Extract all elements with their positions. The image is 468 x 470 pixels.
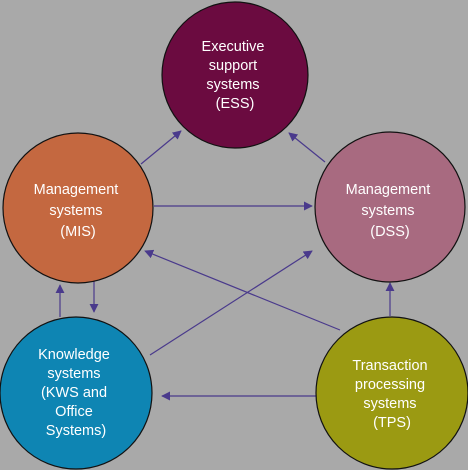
node-dss-line-2: systems	[361, 203, 414, 219]
node-mis-line-2: systems	[49, 203, 102, 219]
node-dss-circle	[314, 131, 466, 283]
node-tps-line-2: processing	[355, 377, 425, 393]
node-ess-line-2: support	[209, 58, 257, 74]
node-dss: Management systems (DSS)	[314, 131, 466, 283]
node-dss-line-3: (DSS)	[370, 224, 409, 240]
node-ess-circle	[161, 1, 309, 149]
svg-text:Executive support: Executive support systems (ESS)	[202, 39, 269, 112]
svg-text:Knowledge systems: Knowledge systems (KWS and Office System…	[38, 347, 114, 439]
node-kws-line-5: Systems)	[46, 423, 106, 439]
node-tps-line-4: (TPS)	[373, 415, 411, 431]
node-kws-line-1: Knowledge	[38, 347, 110, 363]
node-ess-line-1: Executive	[202, 39, 265, 55]
node-tps-line-1: Transaction	[352, 358, 427, 374]
node-tps-line-3: systems	[363, 396, 416, 412]
node-kws-line-4: Office	[55, 404, 93, 420]
svg-text:Management systems: Management systems (DSS)	[346, 182, 435, 240]
node-dss-line-1: Management	[346, 182, 431, 198]
node-tps-circle	[315, 316, 468, 470]
node-mis-circle	[2, 132, 154, 284]
node-kws-line-2: systems	[47, 366, 100, 382]
node-kws: Knowledge systems (KWS and Office System…	[0, 316, 153, 470]
node-kws-line-3: (KWS and	[41, 385, 107, 401]
node-mis-line-1: Management	[34, 182, 119, 198]
node-kws-circle	[0, 316, 153, 470]
node-tps: Transaction processing systems (TPS)	[315, 316, 468, 470]
node-ess-line-3: systems	[206, 77, 259, 93]
arrow-tps-to-mis	[144, 249, 341, 331]
node-ess-line-4: (ESS)	[216, 96, 255, 112]
arrow-dss-to-ess	[288, 132, 326, 163]
node-mis: Management systems (MIS)	[2, 132, 154, 284]
arrow-mis-to-ess	[140, 130, 182, 165]
svg-text:Management systems: Management systems (MIS)	[34, 182, 123, 240]
node-mis-line-3: (MIS)	[60, 224, 95, 240]
arrow-kws-to-dss	[149, 250, 313, 356]
svg-text:Transaction processing: Transaction processing systems (TPS)	[352, 358, 431, 431]
node-ess: Executive support systems (ESS)	[161, 1, 309, 149]
